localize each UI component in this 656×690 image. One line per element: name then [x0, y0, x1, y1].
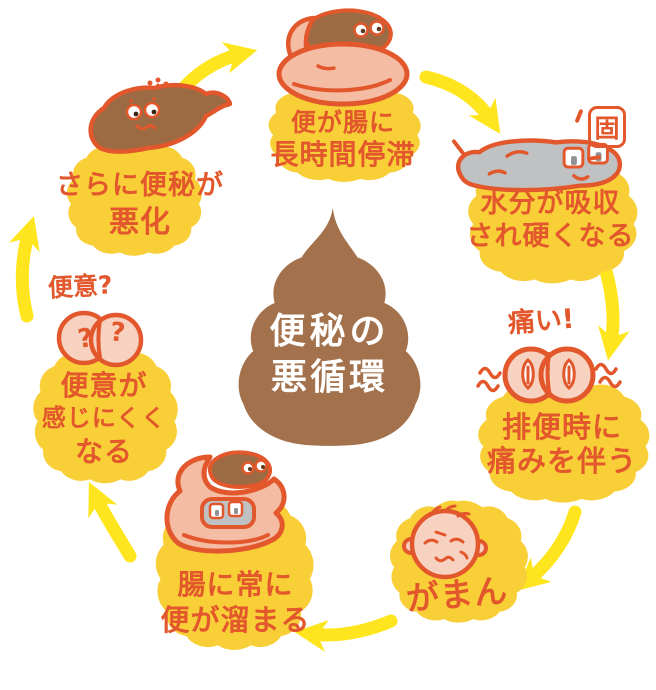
- node-stool-stays-in-intestine: 便が腸に 長時間停滞: [258, 8, 428, 190]
- crowned-stool-icon: [88, 77, 233, 154]
- node-painful-defecation: 痛い! 排便時に 痛みを伴う: [468, 303, 656, 505]
- intestine-full-of-stool-icon: [164, 450, 287, 554]
- puzzled-bottom-icon: [56, 310, 144, 368]
- node-water-absorbed-hardens: 固 水分が吸収 され硬くなる: [448, 104, 653, 290]
- node-label-line: 痛みを伴う: [486, 444, 637, 478]
- node-urge-hard-to-feel: 便意? ? ? 便意が 感じにくく なる: [20, 270, 188, 488]
- node-label-line: 感じにくく: [41, 404, 167, 432]
- enduring-baby-face-icon: [402, 504, 488, 580]
- stool-shape: [238, 208, 421, 446]
- intestine-holding-stool-icon: [276, 8, 410, 107]
- node-label-line: さらに便秘が: [56, 170, 224, 201]
- sore-bottom-icon: [476, 346, 622, 404]
- node-label-line: 排便時に: [501, 410, 622, 444]
- node-label-line: 長時間停滞: [270, 138, 416, 171]
- node-blob: [33, 346, 178, 484]
- pain-callout: 痛い!: [506, 303, 576, 340]
- arrow-right-to-bottomright: [516, 505, 582, 591]
- node-label-line: 水分が吸収: [480, 188, 621, 219]
- node-constipation-worsens: さらに便秘が 悪化: [40, 70, 240, 256]
- center-title-line2: 悪循環: [270, 357, 388, 398]
- hard-badge: 固: [574, 106, 626, 161]
- node-label-line: 腸に常に: [177, 568, 294, 601]
- stool-head: [207, 450, 273, 489]
- node-blob: [66, 141, 202, 256]
- center-title-line1: 便秘の: [269, 311, 390, 352]
- arrow-bottom-to-left: [88, 481, 137, 563]
- node-label-line: され硬くなる: [466, 221, 635, 252]
- node-blob: [268, 78, 421, 182]
- node-label-line: 悪化: [109, 205, 171, 240]
- badge-tick-icon: [574, 108, 584, 124]
- urge-callout: 便意?: [47, 270, 114, 303]
- node-label-line: 便が腸に: [290, 108, 395, 137]
- node-label-line: なる: [74, 435, 133, 468]
- soft-serve-stool-icon: [238, 208, 421, 446]
- arrow-left-to-topleft: [8, 215, 40, 323]
- intestine-coil: [276, 41, 410, 107]
- node-holding-it-in: がまん: [382, 488, 532, 635]
- question-mark: ?: [108, 317, 127, 349]
- arrow-top-to-topright: [419, 70, 501, 134]
- center-title: 便秘の 悪循環: [222, 202, 437, 457]
- hard-badge-text: 固: [594, 114, 620, 143]
- node-stool-accumulates: 腸に常に 便が溜まる: [148, 445, 323, 657]
- node-label-line: 便が溜まる: [160, 603, 311, 637]
- arrow-topright-to-right: [598, 264, 630, 361]
- stool-body: [88, 82, 233, 154]
- node-blob: [478, 378, 650, 503]
- node-label-line: 便意が: [60, 369, 148, 402]
- pain-squiggle-icon: [476, 362, 622, 393]
- arrow-bottomright-to-bottom: [294, 614, 398, 652]
